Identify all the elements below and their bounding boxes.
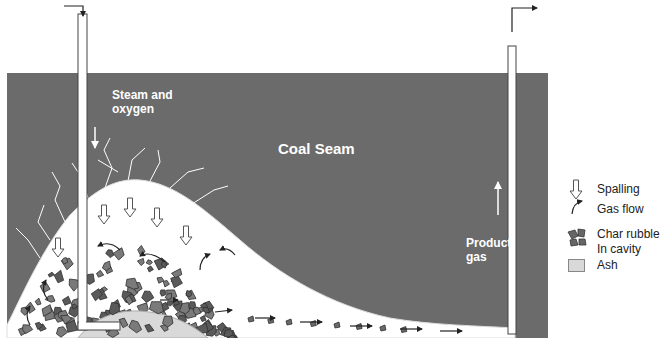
legend-swatch [568,259,585,272]
rubble-piece [248,316,254,322]
rubble-piece [137,258,144,265]
rubble-piece [35,322,42,329]
rubble-piece [102,261,110,271]
rubble-piece [138,245,145,254]
rubble-piece [61,258,73,270]
rubble-piece [54,270,63,283]
rubble-piece [380,325,386,331]
legend-icons [568,180,586,246]
ash-mound [78,311,208,338]
rubble-piece [109,303,120,315]
rubble-piece [200,316,206,322]
rubble-piece [56,327,67,338]
rubble-piece [126,278,139,289]
rubble-piece [129,320,142,333]
rubble-piece [146,260,152,265]
rubble-piece [119,318,128,328]
rubble-piece [91,289,102,301]
rubble-piece [62,296,71,305]
rubble-piece [186,290,196,299]
rubble-piece [163,280,169,287]
rubble-piece [167,301,173,306]
rubble-piece [334,322,340,328]
legend-text: Ash [597,258,663,273]
rubble-piece [224,330,233,337]
rubble-piece [147,266,153,272]
rubble-piece [149,302,163,314]
rubble-piece [160,290,166,296]
outflow-arrow [497,182,499,215]
seam-label: Coal Seam [278,140,388,158]
rubble-piece [286,319,292,325]
product-gas-label: Product gas [466,236,524,265]
rubble-piece [179,303,189,314]
spalling-arrows [52,198,192,257]
coal-seam [7,73,548,338]
rubble-piece [72,304,78,309]
legend-text: Gas flow [597,202,663,217]
rubble-piece [194,307,202,315]
injection-well [64,6,120,330]
steam-oxygen-label: Steam and oxygen [112,88,192,117]
rubble-piece [125,296,133,305]
rubble-piece [96,270,103,277]
char-rubble [18,245,238,338]
rubble-piece [172,269,182,278]
rubble-piece [186,291,192,297]
rubble-piece [23,325,33,334]
rubble-piece [113,248,124,260]
rubble-piece [106,250,114,258]
inflow-arrow [94,127,96,148]
rubble-piece [35,298,41,305]
rubble-piece [157,277,164,283]
legend-text: Spalling [597,182,663,197]
rubble-piece [145,324,154,332]
rubble-piece [203,307,210,313]
gas-flow-arrows [27,244,462,331]
rubble-piece [163,316,174,327]
char-rubble [105,296,407,338]
rubble-piece [162,261,167,268]
rubble-piece [142,291,154,303]
legend-text: Char rubble In cavity [597,227,663,257]
rubble-piece [42,305,52,317]
production-well [508,8,537,334]
rubble-piece [66,320,78,332]
rubble-piece [165,293,172,300]
rubble-piece [62,258,68,264]
rubble-piece [48,272,54,277]
rubble-piece [40,282,50,293]
